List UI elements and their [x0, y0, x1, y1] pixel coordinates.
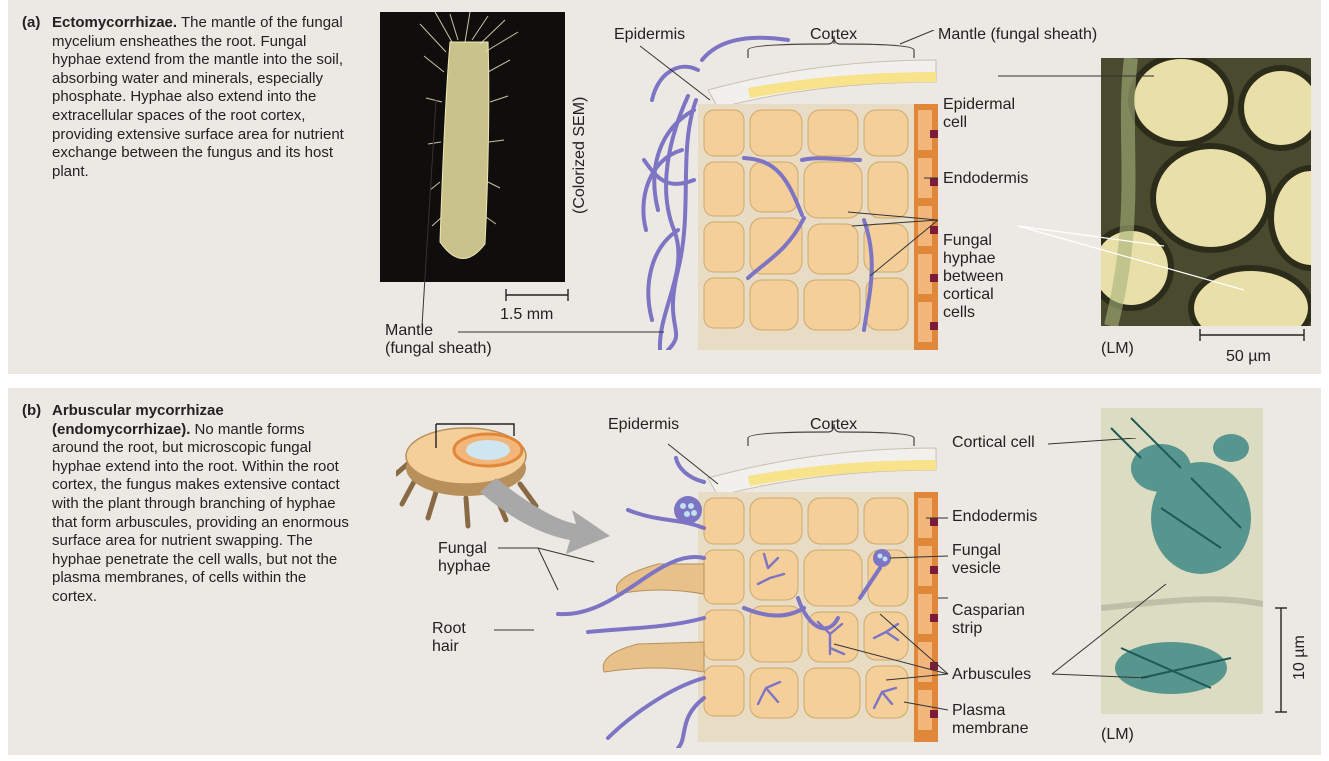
- leader-lines-lm-b: [1048, 438, 1208, 678]
- scale-bar-lm-a: [1198, 328, 1308, 342]
- description-arbuscular: (b) Arbuscular mycorrhizae (endomycorrhiz…: [22, 402, 352, 607]
- caption-lm-b: (LM): [1101, 726, 1134, 744]
- title-arbuscular-line2: (endomycorrhizae).: [52, 421, 190, 438]
- label-cortex-a: Cortex: [810, 26, 857, 44]
- scale-label-lm-a: 50 µm: [1226, 348, 1271, 366]
- label-casparian-strip: Casparianstrip: [952, 602, 1025, 638]
- scale-label-lm-b: 10 µm: [1291, 635, 1309, 680]
- label-endodermis-b: Endodermis: [952, 508, 1037, 526]
- leader-lines-lm-a: [938, 66, 1329, 306]
- label-epidermis-b: Epidermis: [608, 416, 679, 434]
- label-cortex-b: Cortex: [810, 416, 857, 434]
- scale-bar-lm-b: [1274, 606, 1288, 716]
- body-arbuscular: No mantle forms around the root, but mic…: [52, 421, 349, 605]
- panel-label-b: (b): [22, 402, 41, 421]
- leader-lines-mantle: [418, 100, 668, 340]
- body-ecto: The mantle of the fungal mycelium enshea…: [52, 14, 344, 180]
- label-plasma-membrane: Plasmamembrane: [952, 702, 1028, 738]
- label-mantle-top: Mantle (fungal sheath): [938, 26, 1097, 44]
- diagram-ecto-root-section: [638, 30, 938, 350]
- title-arbuscular-line1: Arbuscular mycorrhizae: [52, 402, 224, 419]
- leader-lines-b-left: [478, 538, 658, 658]
- panel-arbuscular: (b) Arbuscular mycorrhizae (endomycorrhiz…: [8, 388, 1321, 755]
- label-arbuscules: Arbuscules: [952, 666, 1031, 684]
- label-fungal-vesicle: Fungalvesicle: [952, 542, 1001, 578]
- description-ecto: (a) Ectomycorrhizae. The mantle of the f…: [22, 14, 352, 181]
- panel-ectomycorrhizae: (a) Ectomycorrhizae. The mantle of the f…: [8, 0, 1321, 374]
- title-ecto: Ectomycorrhizae.: [52, 14, 177, 31]
- caption-lm-a: (LM): [1101, 340, 1134, 358]
- panel-label-a: (a): [22, 14, 40, 33]
- label-epidermis-a: Epidermis: [614, 26, 685, 44]
- label-cortical-cell: Cortical cell: [952, 434, 1035, 452]
- label-root-hair: Roothair: [432, 620, 466, 656]
